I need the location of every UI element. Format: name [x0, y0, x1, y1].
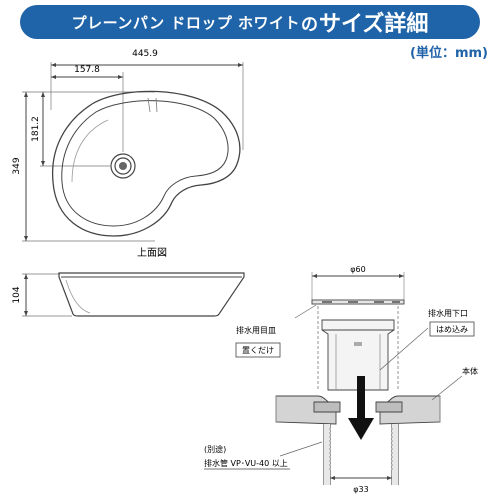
label-outlet-note-box [429, 321, 475, 337]
dim-drain-offset-label: 157.8 [74, 65, 100, 75]
dim-depth-label: 349 [12, 157, 22, 174]
dim-drain-depth-label: 181.2 [31, 116, 41, 142]
dim-bottom-label: φ33 [353, 485, 368, 494]
label-pipe-separate: (別途) [204, 444, 226, 454]
label-drain-outlet-note: はめ込み [436, 325, 468, 334]
label-drain-outlet: 排水用下口 [428, 308, 468, 318]
title-particle: の [301, 14, 319, 35]
drain-detail-arrows [312, 274, 404, 480]
basin-side-profile [58, 272, 245, 317]
drain-outer [110, 153, 136, 179]
drain-detail [275, 272, 463, 485]
basin-inner-edge [61, 100, 229, 227]
dim-height-label: 104 [12, 286, 22, 303]
title-banner: プレーンパン ドロップ ホワイト の サイズ詳細 [20, 5, 480, 39]
unit-label: (単位：mm) [410, 46, 488, 61]
label-body: 本体 [462, 366, 478, 376]
label-cover-note-box [235, 342, 281, 358]
dim-top-label: φ60 [350, 265, 365, 274]
basin-outer-rim [51, 90, 241, 237]
dim-width-label: 445.9 [132, 49, 158, 59]
title-emphasis: サイズ詳細 [319, 12, 429, 37]
top-view-arrows [24, 63, 243, 241]
label-drain-cover-note: 置くだけ [242, 346, 274, 355]
side-view-arrows [24, 274, 28, 316]
top-view-caption: 上面図 [137, 247, 167, 259]
drain-outlet [321, 319, 395, 391]
title-product: プレーンパン ドロップ ホワイト [71, 13, 301, 32]
label-drain-cover: 排水用目皿 [236, 325, 276, 335]
drain-center [119, 162, 127, 170]
label-pipe: 排水管 VP･VU-40 以上 [204, 458, 288, 468]
flow-arrow [348, 376, 374, 440]
drain-middle [114, 157, 132, 175]
side-view [22, 272, 245, 317]
top-view [22, 62, 244, 242]
